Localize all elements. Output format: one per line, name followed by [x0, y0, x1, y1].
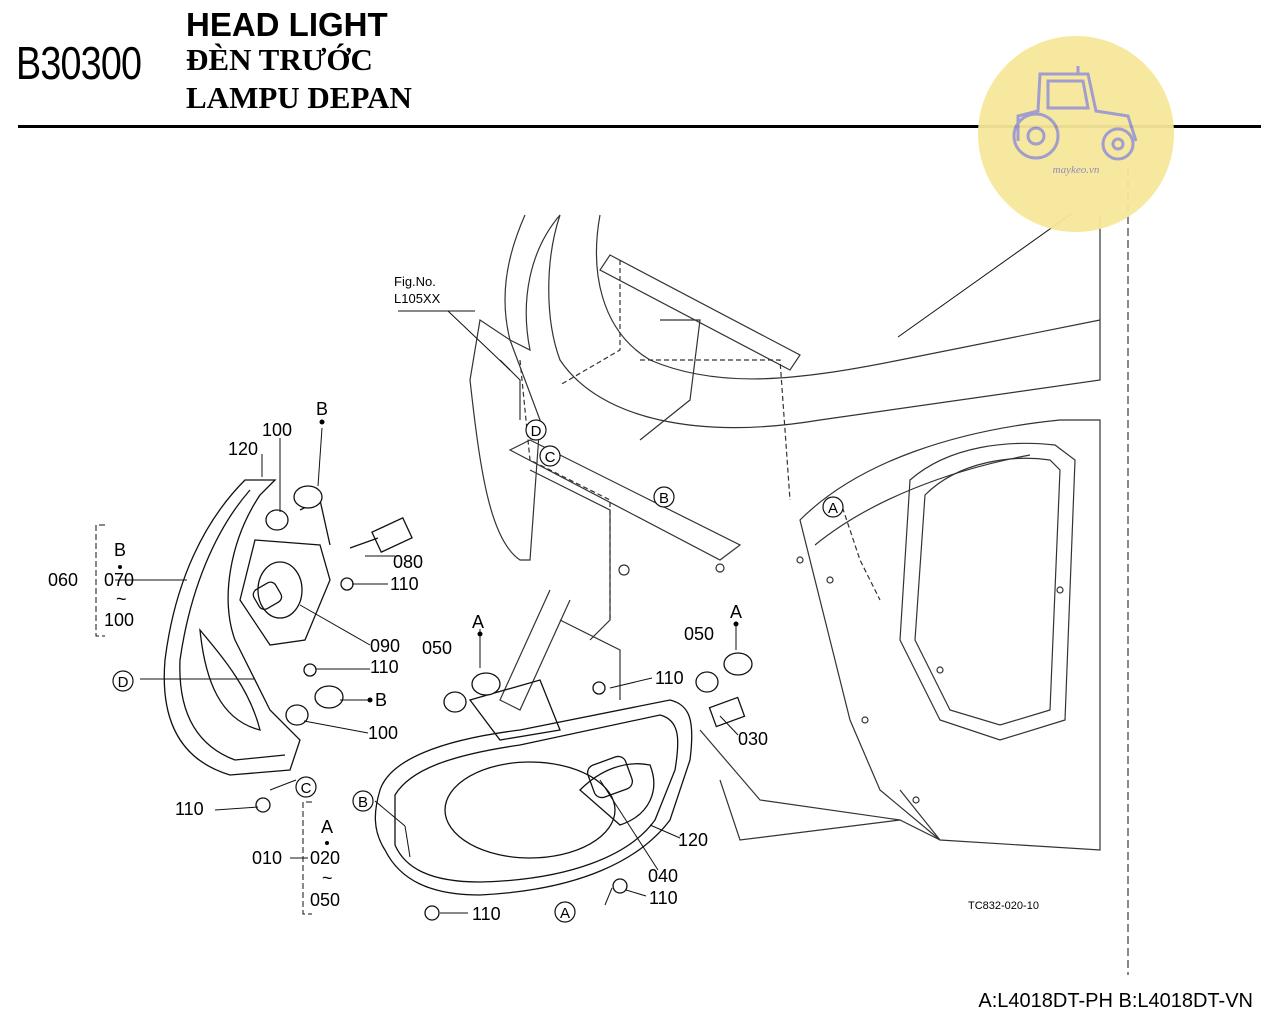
- part-label: 040: [648, 866, 678, 886]
- right-lamp-parts: [424, 652, 753, 921]
- figure-ref-line2: L105XX: [394, 291, 441, 306]
- part-label: 110: [175, 799, 204, 819]
- a-dot: [477, 631, 483, 637]
- bracket-tilde: ~: [322, 868, 333, 888]
- bracket-top: A: [321, 817, 333, 837]
- bracket-tilde: ~: [116, 589, 127, 609]
- ref-mark: D: [531, 423, 542, 440]
- logo-text: maykeo.vn: [1052, 164, 1100, 176]
- bracket-part: 070: [104, 570, 134, 590]
- ref-mark: C: [545, 449, 556, 466]
- left-lamp-parts: [255, 485, 413, 813]
- ref-mark: C: [301, 780, 312, 797]
- part-label: 050: [422, 638, 452, 658]
- assembly-label: 060: [48, 570, 78, 590]
- part-label: 100: [262, 420, 292, 440]
- part-label: B: [375, 690, 387, 710]
- bracket-bottom: 050: [310, 890, 340, 910]
- section-code: B30300: [16, 37, 142, 89]
- part-label: 120: [228, 439, 258, 459]
- part-label: 110: [370, 657, 399, 677]
- assembly-brackets: [95, 524, 312, 915]
- bracket-bottom: 100: [104, 610, 134, 630]
- figure-ref-line1: Fig.No.: [394, 274, 436, 289]
- watermark-logo: maykeo.vn: [978, 36, 1174, 232]
- tractor-frame: [469, 214, 1101, 851]
- left-headlamp: [163, 479, 331, 776]
- bracket-top: B: [114, 540, 126, 560]
- part-label: 110: [472, 904, 501, 924]
- bracket-dot: [325, 841, 329, 845]
- part-label: 030: [738, 729, 768, 749]
- part-label: 110: [655, 668, 684, 688]
- title-vietnamese: ĐÈN TRƯỚC: [186, 42, 373, 77]
- part-label: 110: [649, 888, 678, 908]
- part-label: 120: [678, 830, 708, 850]
- ref-mark: A: [560, 905, 570, 922]
- drawing-code: TC832-020-10: [968, 900, 1039, 912]
- title-indonesian: LAMPU DEPAN: [186, 80, 412, 115]
- header-rule: [18, 125, 1261, 128]
- leader-lines: [115, 168, 1129, 975]
- title-block: HEAD LIGHT ĐÈN TRƯỚC LAMPU DEPAN: [186, 8, 412, 120]
- b-dot: [319, 419, 325, 425]
- part-label: 100: [368, 723, 398, 743]
- right-lamp-callouts: A 050 110 A 050 030 120 040 110 110 A 02…: [252, 602, 768, 924]
- ref-mark: B: [358, 794, 368, 811]
- left-lamp-callouts: 120 100 B 080 110 090 110 B 100 110 B 07…: [48, 399, 423, 819]
- part-label: 110: [390, 574, 419, 594]
- part-label: A: [472, 612, 484, 632]
- part-label: A: [730, 602, 742, 622]
- bracket-part: 020: [310, 848, 340, 868]
- model-footnote: A:L4018DT-PH B:L4018DT-VN: [978, 990, 1253, 1012]
- part-label: B: [316, 399, 328, 419]
- ref-mark: A: [828, 500, 838, 517]
- ref-mark: D: [118, 674, 129, 691]
- bracket-dot: [118, 565, 122, 569]
- part-label: 090: [370, 636, 400, 656]
- assembly-label: 010: [252, 848, 282, 868]
- part-label: 050: [684, 624, 714, 644]
- part-label: 080: [393, 552, 423, 572]
- b-dot: [367, 697, 373, 703]
- ref-mark: B: [659, 490, 669, 507]
- a-dot: [733, 621, 739, 627]
- reference-letters: D C B A D C B A: [118, 423, 838, 922]
- reference-circles: [112, 419, 844, 923]
- title-english: HEAD LIGHT: [186, 6, 388, 43]
- right-headlamp: [374, 679, 693, 896]
- tractor-icon: [1012, 66, 1138, 161]
